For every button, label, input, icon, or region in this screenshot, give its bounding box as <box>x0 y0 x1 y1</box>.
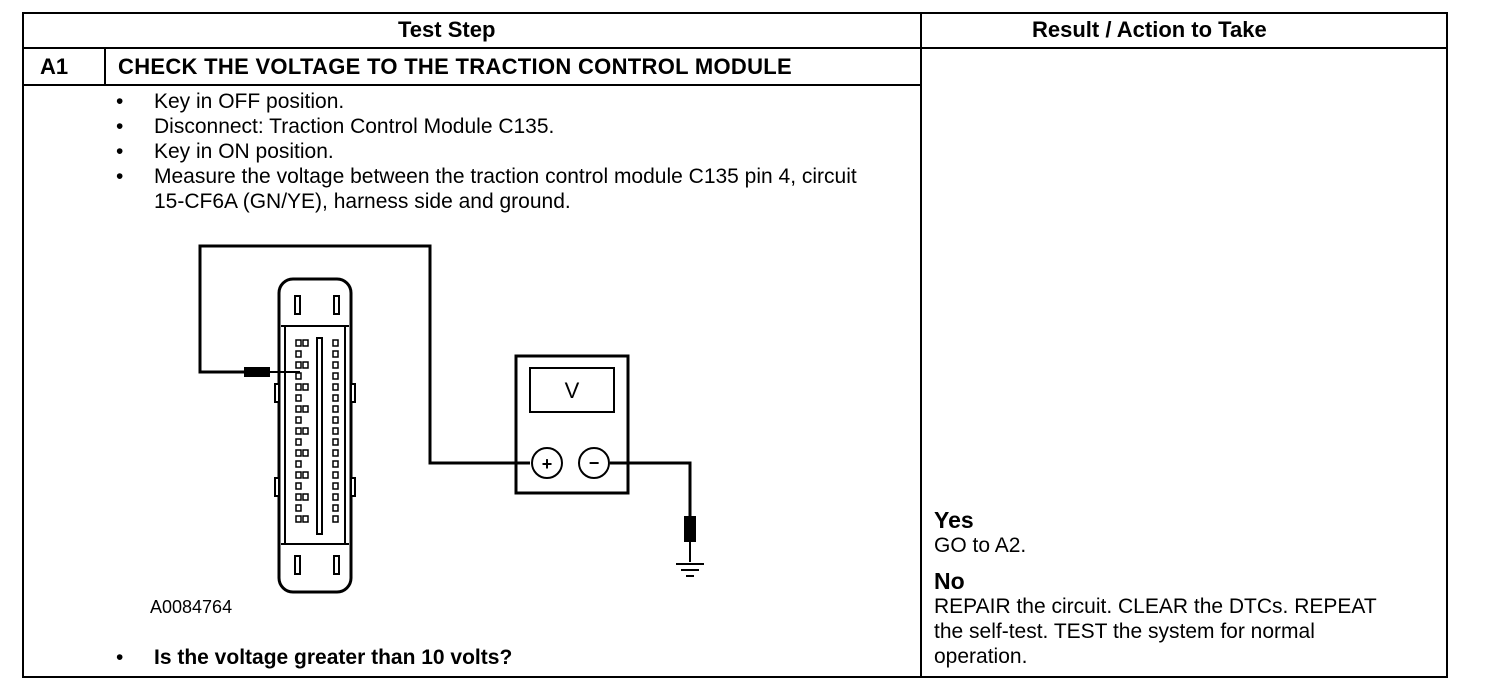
yes-title: Yes <box>934 507 974 533</box>
list-item: Disconnect: Traction Control Module C135… <box>112 114 874 139</box>
meter-minus-terminal <box>578 447 610 479</box>
pin-cavity <box>295 394 302 402</box>
result-yes: Yes GO to A2. <box>934 508 1026 558</box>
pin-cavity <box>295 339 302 347</box>
meter-display-label: V <box>565 378 580 403</box>
pin-cavity <box>332 394 339 402</box>
pin-cavity <box>295 449 302 457</box>
pin-cavity <box>302 405 309 413</box>
test-step-table <box>22 12 1448 678</box>
result-no: No REPAIR the circuit. CLEAR the DTCs. R… <box>934 569 1404 669</box>
meter-plus-terminal <box>531 447 563 479</box>
pin-cavity <box>295 438 302 446</box>
pin-cavity <box>332 372 339 380</box>
pin-cavity <box>302 449 309 457</box>
yes-action: GO to A2. <box>934 534 1027 557</box>
figure-id: A0084764 <box>150 597 233 617</box>
probe-wire <box>198 244 530 465</box>
ground-wire <box>610 461 692 520</box>
pin-cavity <box>332 427 339 435</box>
instruction-list: Key in OFF position. Disconnect: Tractio… <box>112 89 874 214</box>
list-item: Measure the voltage between the traction… <box>112 164 874 214</box>
pin-cavity <box>302 361 309 369</box>
pin-cavity <box>332 383 339 391</box>
pin-cavity <box>302 493 309 501</box>
ground-icon <box>676 563 704 577</box>
pin-cavity <box>332 482 339 490</box>
pin-cavity <box>302 427 309 435</box>
step-title: CHECK THE VOLTAGE TO THE TRACTION CONTRO… <box>118 54 792 79</box>
step-number-divider <box>104 48 106 86</box>
pin-cavity <box>302 471 309 479</box>
pin-cavity <box>295 482 302 490</box>
pin-cavity <box>332 350 339 358</box>
pin-cavity <box>332 405 339 413</box>
pin-cavity <box>302 339 309 347</box>
pin-cavity <box>295 383 302 391</box>
pin-cavity <box>332 361 339 369</box>
pin-cavity <box>295 361 302 369</box>
pin-cavity <box>332 460 339 468</box>
list-item: Key in ON position. <box>112 139 874 164</box>
pin-cavity <box>332 449 339 457</box>
multimeter <box>514 354 630 495</box>
pin-cavity <box>295 460 302 468</box>
pin-cavity <box>302 515 309 523</box>
header-test-step: Test Step <box>398 17 496 42</box>
step-number: A1 <box>40 54 69 79</box>
step-title-divider <box>22 84 921 86</box>
header-divider <box>22 47 1448 49</box>
pin-cavity <box>332 471 339 479</box>
pin-cavity <box>332 438 339 446</box>
pin-cavity <box>295 372 302 380</box>
pin-cavity <box>332 493 339 501</box>
column-divider <box>920 12 922 678</box>
pin-cavity <box>332 504 339 512</box>
wiring-diagram: V + − <box>198 244 704 594</box>
test-probe <box>244 367 300 377</box>
plus-symbol: + <box>542 454 553 474</box>
no-action: REPAIR the circuit. CLEAR the DTCs. REPE… <box>934 595 1377 668</box>
ground-probe <box>684 516 696 542</box>
list-item: Key in OFF position. <box>112 89 874 114</box>
pin-cavity <box>295 471 302 479</box>
pin-cavity <box>295 405 302 413</box>
pin-cavity <box>295 493 302 501</box>
pin-cavity <box>332 515 339 523</box>
pin-cavity <box>295 504 302 512</box>
pin-cavity <box>295 350 302 358</box>
step-question: Is the voltage greater than 10 volts? <box>112 646 512 670</box>
header-result: Result / Action to Take <box>1032 17 1267 42</box>
pin-cavity <box>295 515 302 523</box>
connector-c135 <box>277 277 353 594</box>
pin-cavity <box>295 427 302 435</box>
pin-cavity <box>332 339 339 347</box>
no-title: No <box>934 568 965 594</box>
pin-cavity <box>332 416 339 424</box>
pin-cavity <box>302 383 309 391</box>
pin-cavity <box>295 416 302 424</box>
minus-symbol: − <box>589 453 600 473</box>
